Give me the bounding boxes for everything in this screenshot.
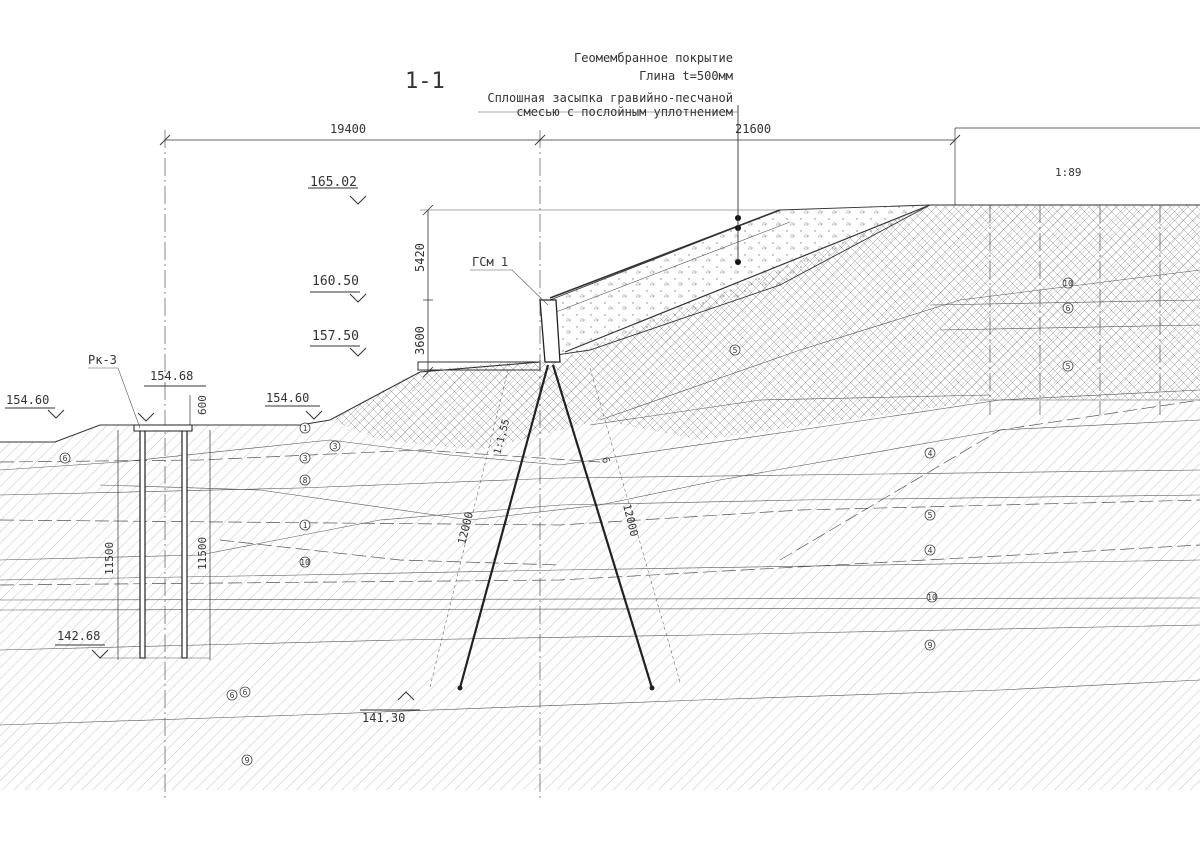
- layer-marker-label: 1: [303, 521, 308, 530]
- layer-note-4: смесью с послойным уплотнением: [516, 105, 733, 119]
- layer-marker: 4: [924, 544, 936, 556]
- layer-marker-label: 9: [245, 756, 250, 765]
- elev-141: 141.30: [362, 711, 405, 725]
- elevation-markers: [5, 187, 420, 711]
- pile-label: Рк-3: [88, 353, 117, 367]
- layer-marker: 6: [239, 686, 251, 698]
- structures: [88, 105, 741, 691]
- layer-marker-label: 3: [333, 442, 338, 451]
- layer-marker-label: 3: [303, 454, 308, 463]
- layer-markers: 6 3 8 1 10 3 1 6 9 6 10 4 6 5 4 10 9 5 5: [59, 277, 1074, 766]
- dimension-lines: [117, 127, 1200, 800]
- elev-154-mid: 154.68: [150, 369, 193, 383]
- layer-marker-label: 5: [1066, 362, 1071, 371]
- elev-157: 157.50: [312, 329, 359, 344]
- layer-marker-label: 4: [928, 546, 933, 555]
- layer-note-2: Глина t=500мм: [639, 69, 733, 83]
- layer-marker: 9: [241, 754, 253, 766]
- layer-marker: 6: [226, 689, 238, 701]
- layer-marker: 4: [924, 447, 936, 459]
- dim-right-span: 21600: [735, 122, 771, 136]
- layer-marker: 5: [729, 344, 741, 356]
- layer-marker-label: 6: [1066, 304, 1071, 313]
- layer-marker: 3: [299, 452, 311, 464]
- layer-marker: 3: [329, 440, 341, 452]
- layer-note-3: Сплошная засыпка гравийно-песчаной: [487, 91, 733, 105]
- layer-marker-label: 10: [1063, 279, 1073, 288]
- layer-marker: 5: [1062, 360, 1074, 372]
- layer-marker-label: 5: [733, 346, 738, 355]
- elev-160: 160.50: [312, 274, 359, 289]
- layer-marker: 10: [299, 556, 311, 568]
- dim-small-600: 600: [196, 395, 209, 415]
- layer-marker: 8: [299, 474, 311, 486]
- right-sheet-piles: [980, 205, 1200, 415]
- layer-marker-label: 5: [928, 511, 933, 520]
- layer-marker-label: 6: [63, 454, 68, 463]
- dim-height-lower: 3600: [413, 326, 427, 355]
- drawing-text: 1-1 Геомембранное покрытие Глина t=500мм…: [6, 51, 1082, 725]
- layer-marker-label: 10: [300, 558, 310, 567]
- layer-marker-label: 4: [928, 449, 933, 458]
- layer-marker-label: 1: [303, 424, 308, 433]
- elev-154-right: 154.60: [266, 391, 309, 405]
- dim-slope-b: 6: [599, 456, 611, 465]
- layer-marker-label: 8: [303, 476, 308, 485]
- dim-height-upper: 5420: [413, 243, 427, 272]
- layer-marker: 10: [1062, 277, 1074, 289]
- dim-pile-left-a: 11500: [103, 542, 116, 575]
- layer-marker: 6: [1062, 302, 1074, 314]
- layer-marker-label: 6: [230, 691, 235, 700]
- soil-layers: [0, 204, 1200, 790]
- layer-marker: 6: [59, 452, 71, 464]
- dim-right-small: 1:89: [1055, 166, 1082, 179]
- layer-marker-label: 6: [243, 688, 248, 697]
- layer-note-1: Геомембранное покрытие: [574, 51, 733, 65]
- dim-pile-left-b: 11500: [196, 537, 209, 570]
- layer-marker: 10: [926, 591, 938, 603]
- elev-142: 142.68: [57, 629, 100, 643]
- layer-marker: 1: [299, 519, 311, 531]
- layer-marker: 5: [924, 509, 936, 521]
- dim-left-span: 19400: [330, 122, 366, 136]
- layer-marker-label: 10: [927, 593, 937, 602]
- layer-marker-label: 9: [928, 641, 933, 650]
- layer-marker: 1: [299, 422, 311, 434]
- elev-165: 165.02: [310, 175, 357, 190]
- elev-154-left: 154.60: [6, 393, 49, 407]
- anchor-label: ГСм 1: [472, 255, 508, 269]
- layer-marker: 9: [924, 639, 936, 651]
- section-title: 1-1: [405, 69, 445, 94]
